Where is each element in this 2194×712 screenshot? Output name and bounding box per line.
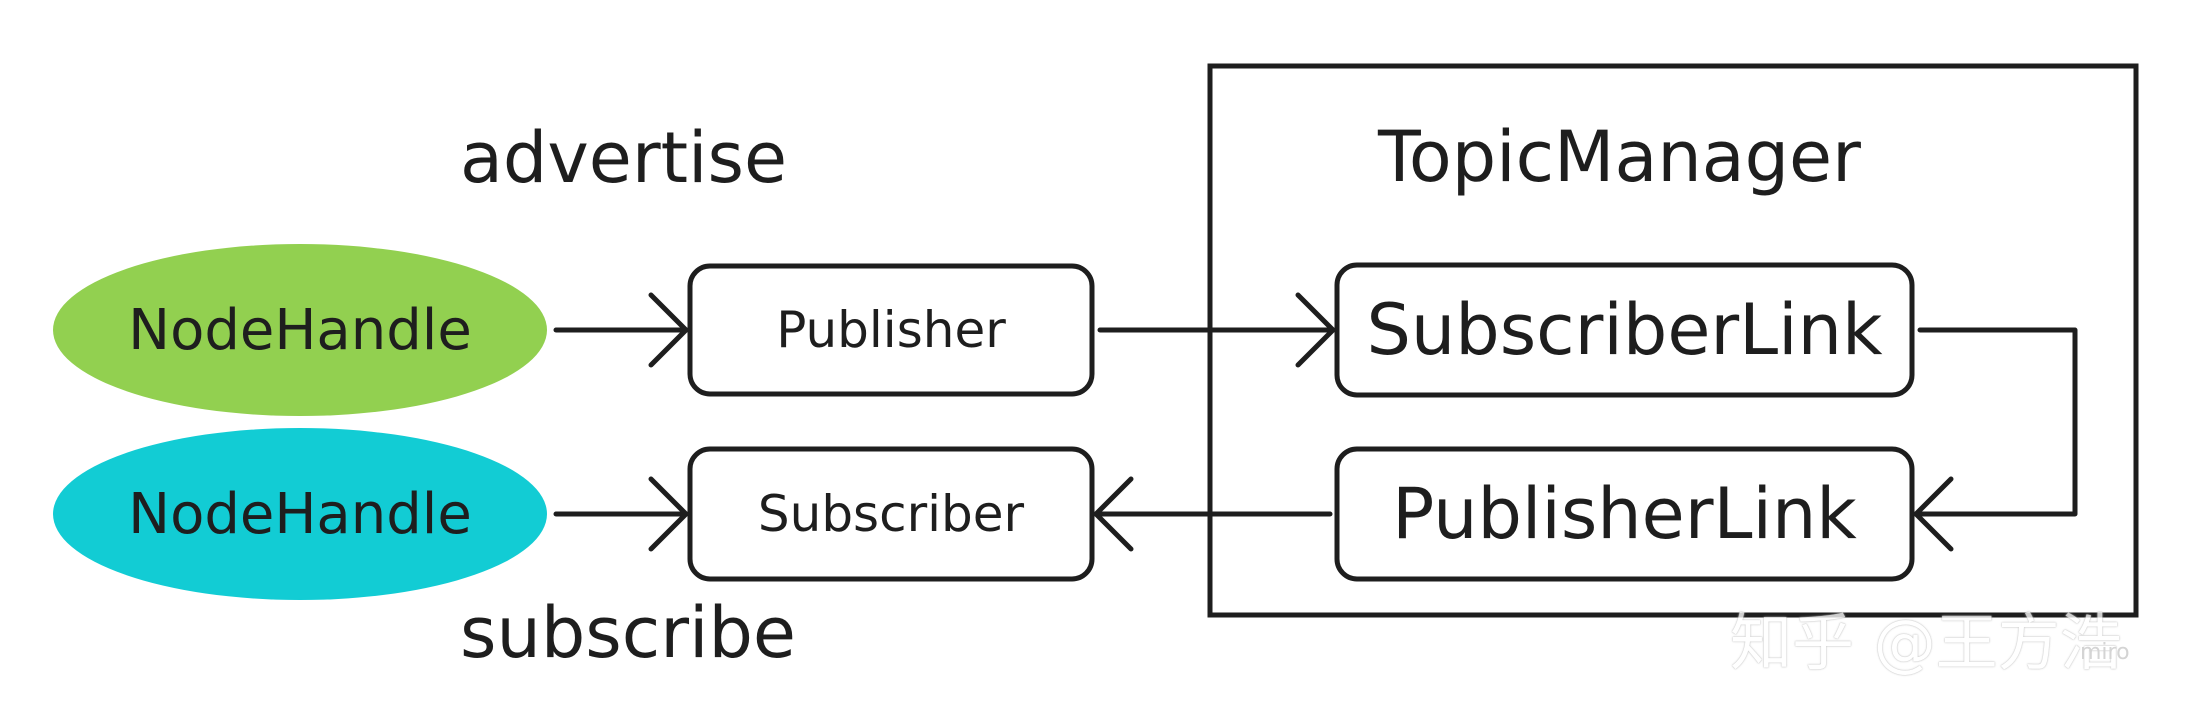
miro-watermark: miro (2080, 640, 2130, 665)
publisher-link-box (1334, 446, 1915, 582)
publisher-link-label: PublisherLink (1392, 473, 1857, 555)
subscribe-label: subscribe (460, 592, 796, 674)
subscriber-label: Subscriber (757, 485, 1025, 543)
topic-manager-label: TopicManager (1378, 116, 1861, 198)
advertise-label: advertise (460, 117, 788, 199)
subscriber-link-box (1334, 262, 1915, 398)
nodehandle-publisher-label: NodeHandle (128, 297, 472, 363)
zhihu-watermark: 知乎 @王方浩 (1730, 606, 2122, 679)
arrow-publisherlink-to-subscriber (1093, 476, 1333, 552)
subscriber-link-label: SubscriberLink (1366, 289, 1883, 371)
publisher-label: Publisher (776, 301, 1006, 359)
topic-manager-container (1207, 63, 2139, 618)
arrow-publisher-to-subscriberlink (1097, 292, 1336, 368)
nodehandle-publisher-ellipse (53, 244, 547, 416)
arrow-nodehandle-to-publisher (553, 292, 689, 368)
nodehandle-subscriber-ellipse (53, 428, 547, 600)
subscriber-box (687, 446, 1095, 582)
arrow-subscriberlink-to-publisherlink (1913, 327, 2078, 552)
arrow-nodehandle-to-subscriber (553, 476, 689, 552)
nodehandle-subscriber-label: NodeHandle (128, 481, 472, 547)
publisher-box (687, 263, 1095, 397)
